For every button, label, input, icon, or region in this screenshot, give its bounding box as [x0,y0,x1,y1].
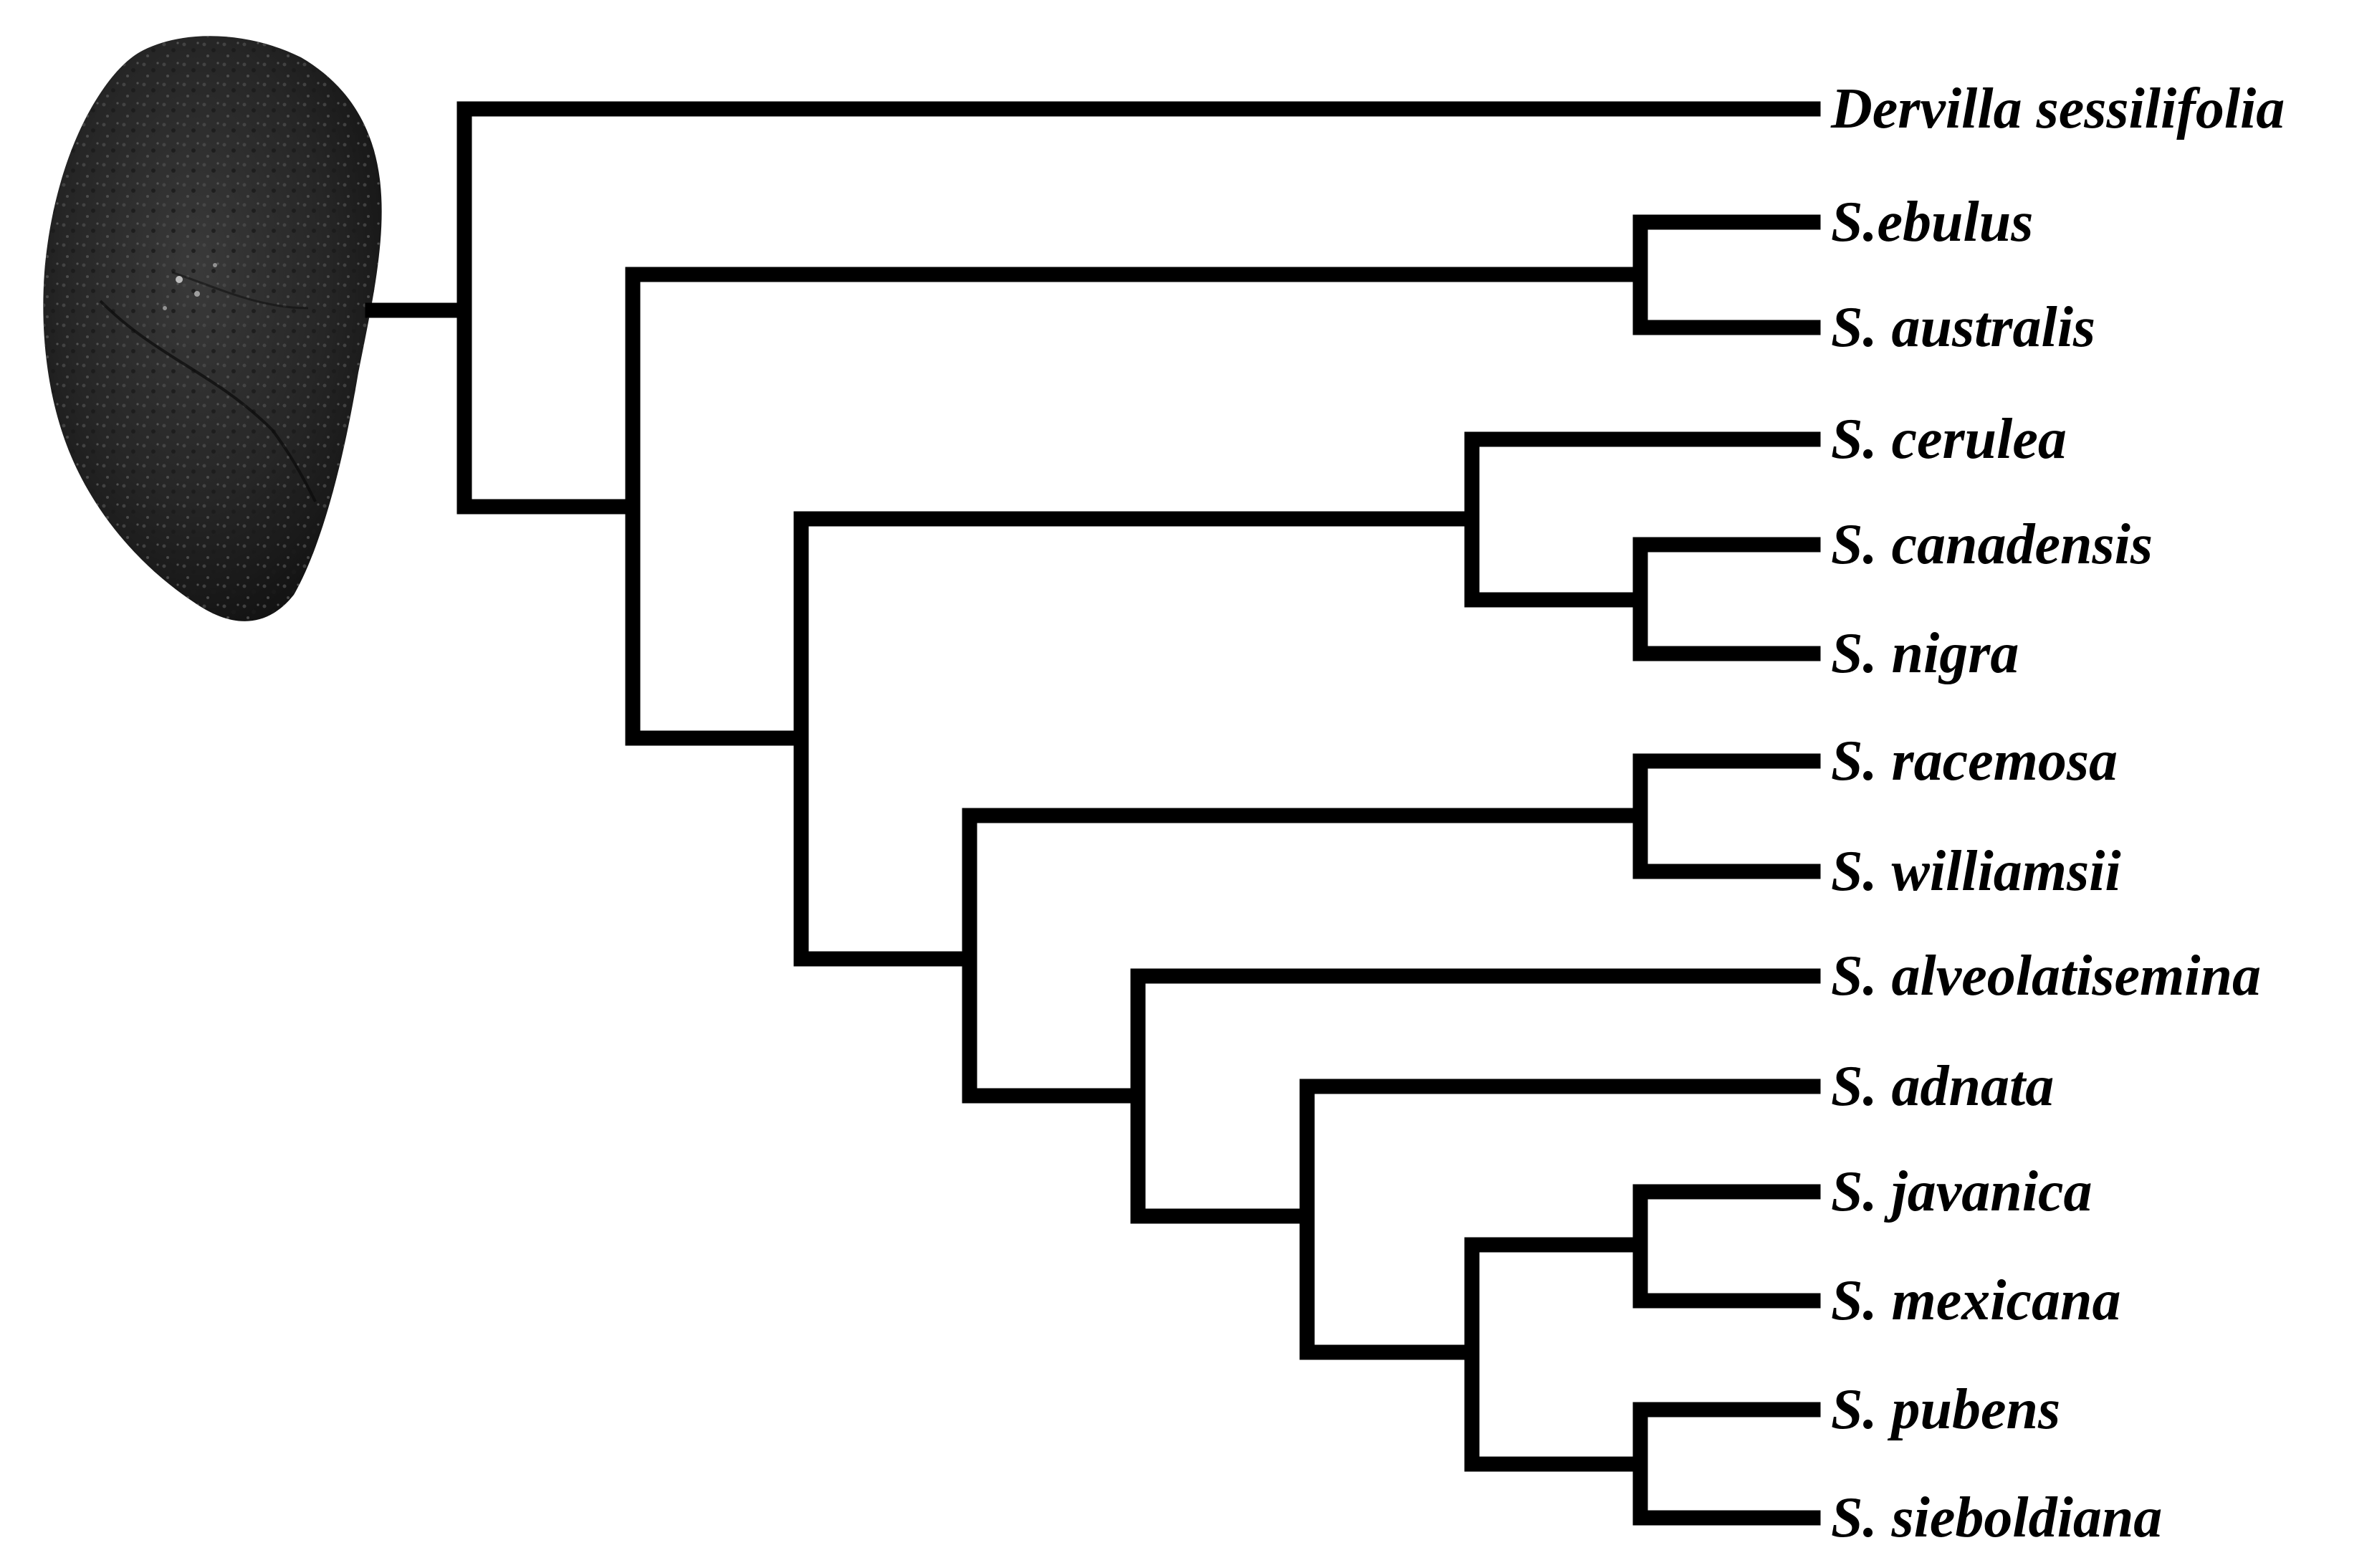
label-s-pubens: S. pubens [1831,1378,2060,1441]
label-s-williamsii: S. williamsii [1831,840,2121,903]
label-s-cerulea: S. cerulea [1831,408,2067,471]
label-s-alveolatisemina: S. alveolatisemina [1831,945,2261,1008]
label-s-javanica: S. javanica [1831,1160,2092,1223]
label-s-racemosa: S. racemosa [1831,730,2118,793]
seed-fossil-image [43,36,382,621]
label-s-sieboldiana: S. sieboldiana [1831,1486,2162,1549]
taxon-labels: Dervilla sessilifolia S.ebulus S. austra… [1830,77,2285,1549]
label-s-canadensis: S. canadensis [1831,513,2153,576]
label-s-nigra: S. nigra [1831,622,2019,685]
label-s-mexicana: S. mexicana [1831,1269,2120,1332]
tree-branches [365,101,1821,1526]
label-s-australis: S. australis [1831,296,2095,359]
label-s-ebulus: S.ebulus [1831,191,2033,254]
label-dervilla-sessilifolia: Dervilla sessilifolia [1830,77,2285,140]
label-s-adnata: S. adnata [1831,1055,2054,1118]
